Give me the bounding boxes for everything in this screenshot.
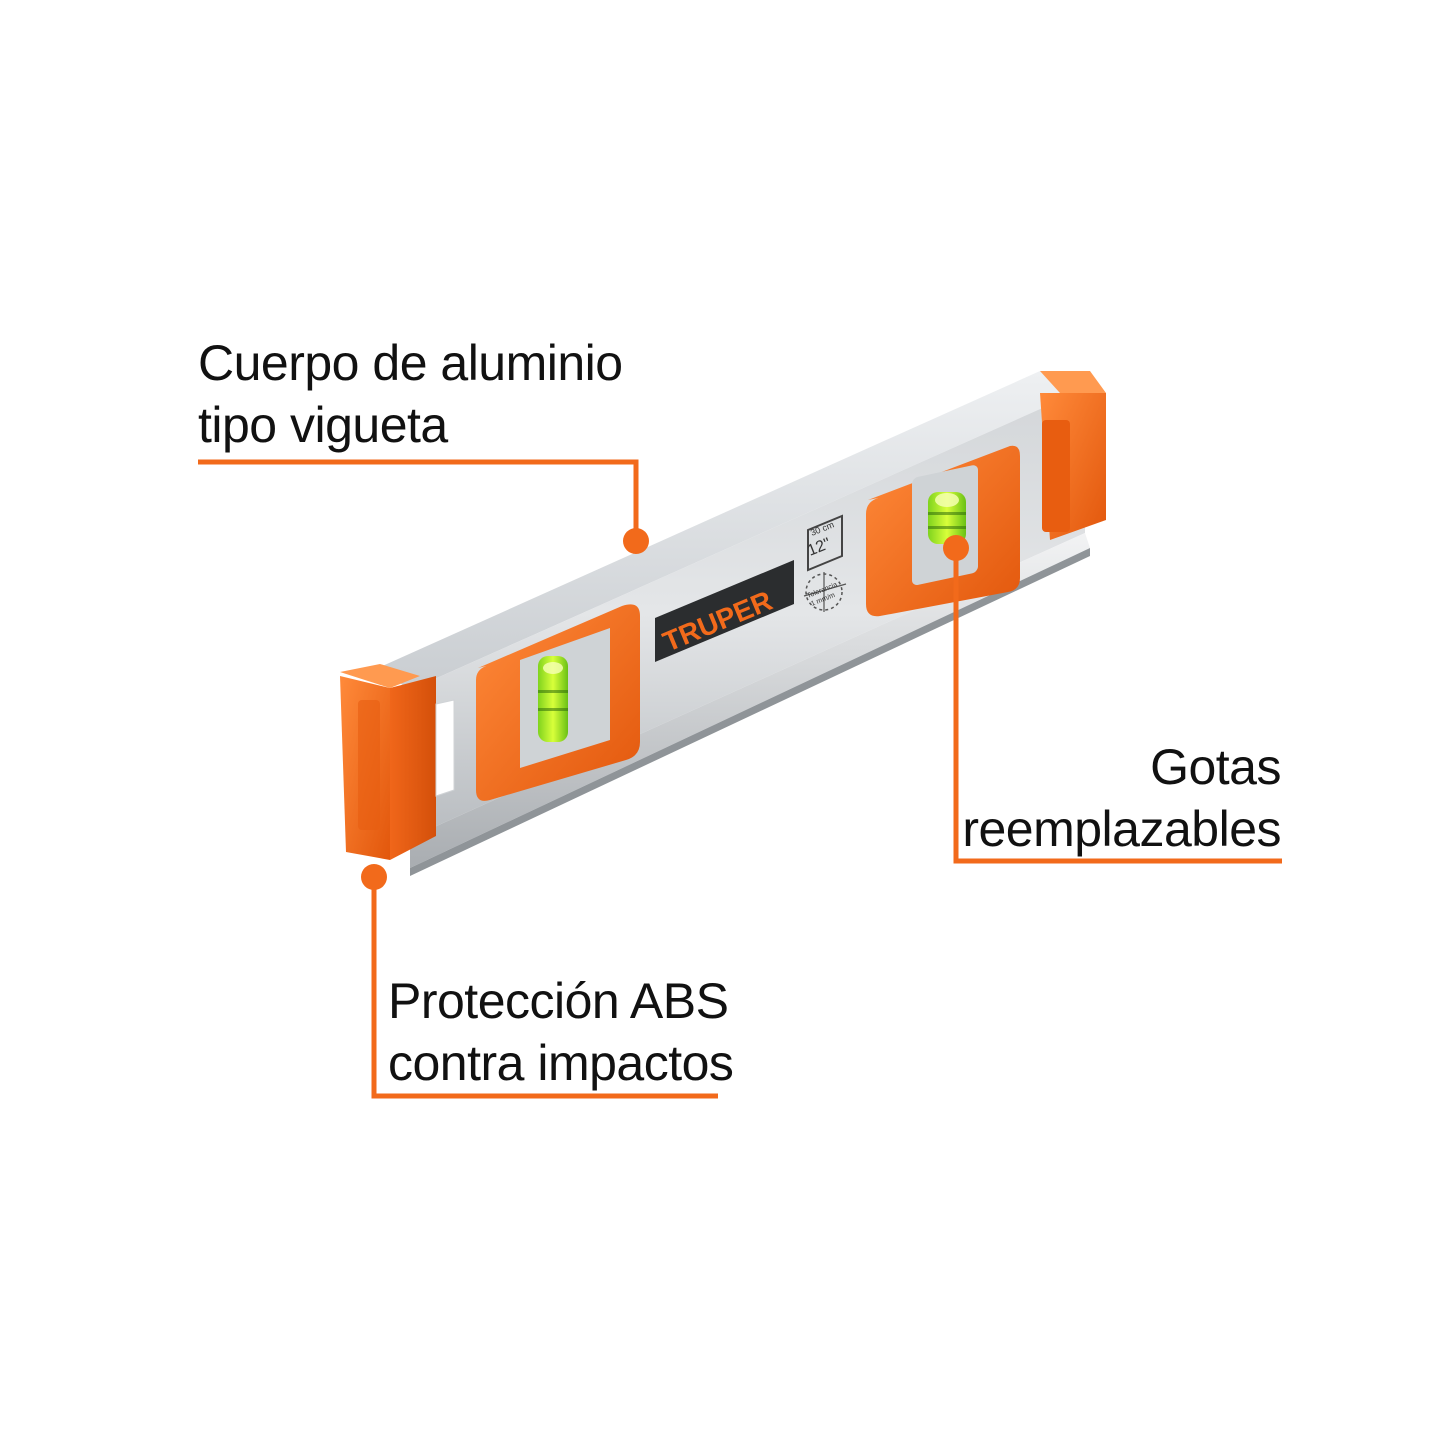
callout-line-body bbox=[198, 459, 649, 554]
brand-plate bbox=[655, 560, 794, 662]
callout-drops-line1: Gotas bbox=[1150, 739, 1281, 795]
right-end-cap bbox=[1040, 371, 1106, 540]
size-marking bbox=[803, 514, 847, 612]
level-bottom-rail bbox=[410, 533, 1090, 868]
callout-abs-line1: Protección ABS bbox=[388, 973, 729, 1029]
callout-body-line1: Cuerpo de aluminio bbox=[198, 335, 623, 391]
callout-body-label: Cuerpo de aluminio tipo vigueta bbox=[198, 332, 623, 456]
left-end-cap bbox=[340, 664, 455, 860]
callout-line-drops bbox=[943, 535, 1282, 864]
callout-drops-line2: reemplazables bbox=[962, 801, 1281, 857]
callout-abs-line2: contra impactos bbox=[388, 1035, 734, 1091]
right-vial bbox=[928, 492, 966, 544]
callout-body-line2: tipo vigueta bbox=[198, 397, 448, 453]
left-vial bbox=[538, 656, 568, 742]
callout-drops-label: Gotas reemplazables bbox=[962, 736, 1281, 860]
callout-abs-label: Protección ABS contra impactos bbox=[388, 970, 734, 1094]
callout-line-abs bbox=[361, 864, 718, 1099]
level-top-surface bbox=[378, 371, 1085, 690]
